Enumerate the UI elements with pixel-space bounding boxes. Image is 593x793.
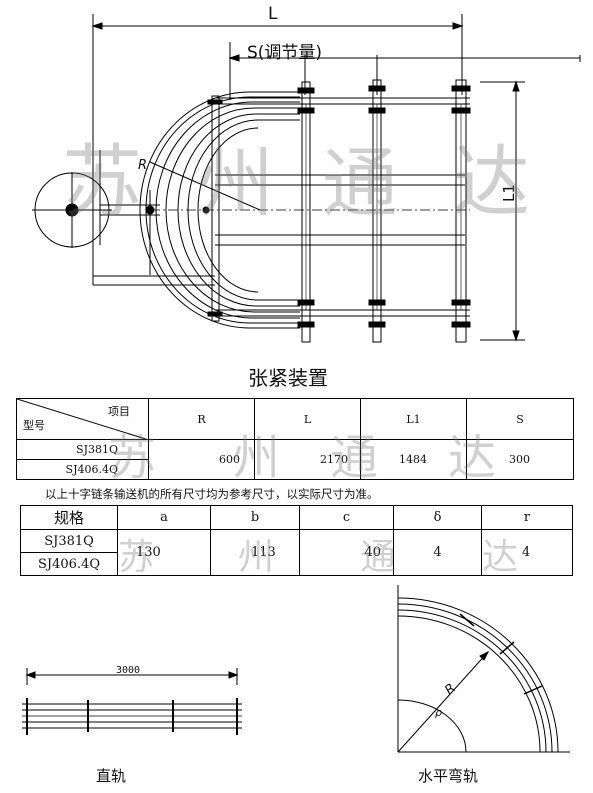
straight-rail-caption: 直轨 — [96, 767, 127, 785]
header-item: 项目 — [108, 405, 130, 418]
curved-rail-caption: 水平弯轨 — [418, 767, 479, 785]
value-cell: 600 — [148, 439, 255, 480]
curved-rail-drawing — [397, 585, 570, 753]
dim-r-label: R — [138, 158, 148, 173]
dim-l-label: L — [268, 4, 278, 24]
model-cell: SJ381Q — [16, 439, 149, 460]
col-header: S — [466, 398, 574, 440]
value-cell: 4 — [481, 529, 573, 576]
value-cell: 2170 — [254, 439, 361, 480]
col-header: R — [148, 398, 255, 440]
value-cell: 300 — [466, 439, 574, 480]
tensioner-drawing — [32, 14, 581, 343]
dimension-table-1: 项目 型号 R L L1 S SJ381Q 600 2170 1484 300 … — [16, 398, 574, 480]
col-header: b — [210, 505, 300, 530]
dim-s-label: S(调节量) — [247, 43, 323, 63]
col-header: a — [117, 505, 211, 530]
dim-l1-label: L1 — [500, 184, 518, 202]
header-model: 型号 — [23, 419, 45, 432]
reference-note: 以上十字链条输送机的所有尺寸均为参考尺寸，以实际尺寸为准。 — [45, 487, 379, 501]
col-header: δ — [393, 505, 482, 530]
value-cell: 113 — [210, 529, 300, 576]
value-cell: 130 — [117, 529, 211, 576]
col-header: L — [254, 398, 361, 440]
value-cell: 4 — [393, 529, 482, 576]
straight-rail-drawing — [22, 668, 242, 735]
model-cell: SJ406.4Q — [16, 459, 149, 480]
tensioner-caption: 张紧装置 — [248, 366, 328, 390]
curved-rho-label: ρ — [435, 706, 442, 719]
rail-length-label: 3000 — [116, 665, 141, 676]
model-cell: SJ381Q — [20, 529, 118, 553]
diag-header-cell: 项目 型号 — [16, 398, 149, 440]
col-header: L1 — [360, 398, 467, 440]
value-cell: 40 — [299, 529, 394, 576]
header-spec: 规格 — [20, 505, 118, 530]
model-cell: SJ406.4Q — [20, 552, 118, 576]
col-header: r — [481, 505, 573, 530]
col-header: c — [299, 505, 394, 530]
dimension-table-2: 规格 a b c δ r SJ381Q 130 113 40 4 4 SJ406… — [20, 505, 573, 576]
value-cell: 1484 — [360, 439, 467, 480]
diagonal-line — [17, 399, 149, 440]
